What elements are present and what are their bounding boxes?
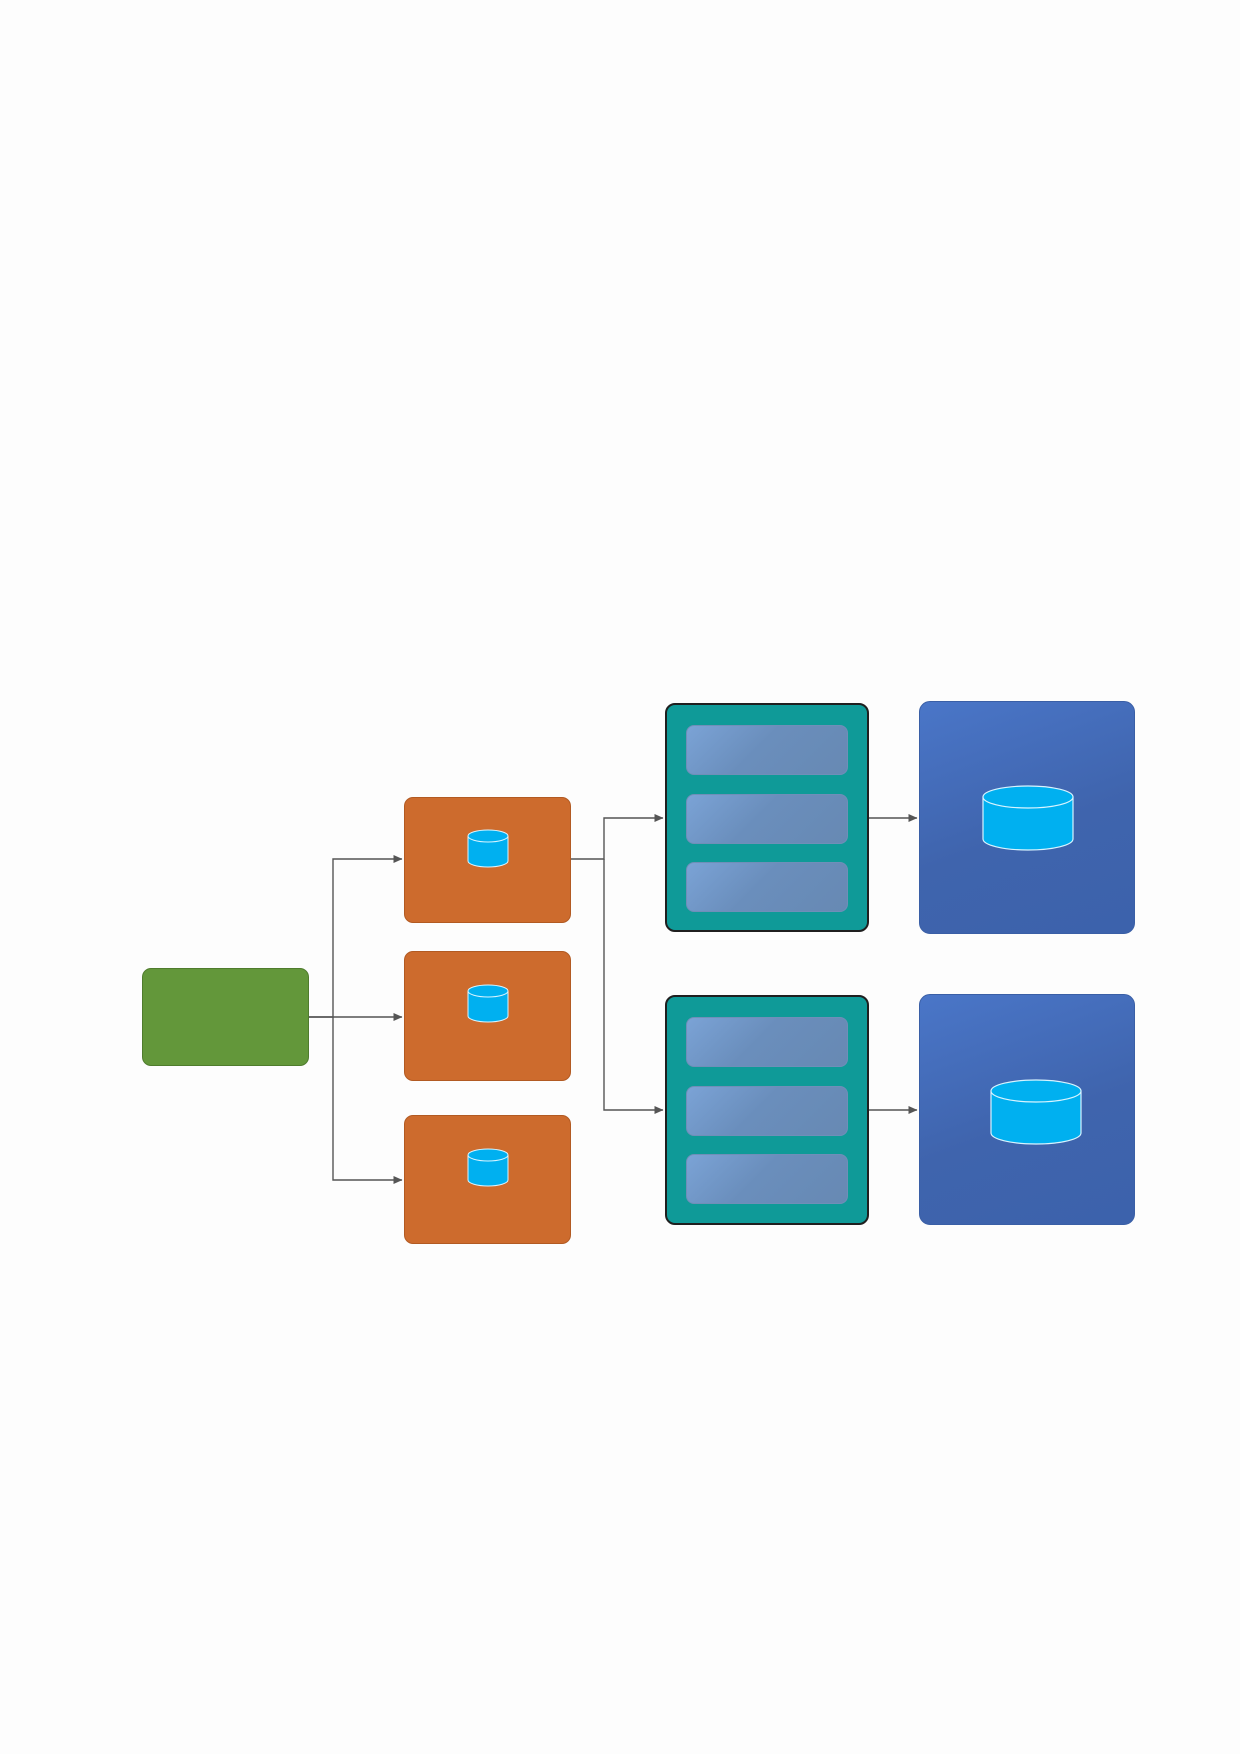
database-icon — [990, 1079, 1082, 1145]
connector-arrow — [332, 1017, 403, 1184]
connector-arrow — [603, 859, 664, 1114]
database-icon — [467, 1148, 509, 1187]
database-store-2 — [919, 994, 1135, 1225]
connector-arrow — [309, 855, 403, 1018]
database-node-3 — [404, 1115, 571, 1244]
database-store-1 — [919, 701, 1135, 934]
stack-slot — [686, 1154, 848, 1204]
stack-slot — [686, 1017, 848, 1067]
source-block — [142, 968, 309, 1066]
stack-container-2 — [665, 995, 869, 1225]
database-icon — [467, 829, 509, 868]
connector-arrow — [571, 814, 664, 860]
stack-slot — [686, 725, 848, 775]
database-node-1 — [404, 797, 571, 923]
database-icon — [467, 984, 509, 1023]
stack-slot — [686, 794, 848, 844]
database-node-2 — [404, 951, 571, 1081]
database-icon — [982, 785, 1074, 851]
stack-slot — [686, 1086, 848, 1136]
stack-slot — [686, 862, 848, 912]
stack-container-1 — [665, 703, 869, 932]
